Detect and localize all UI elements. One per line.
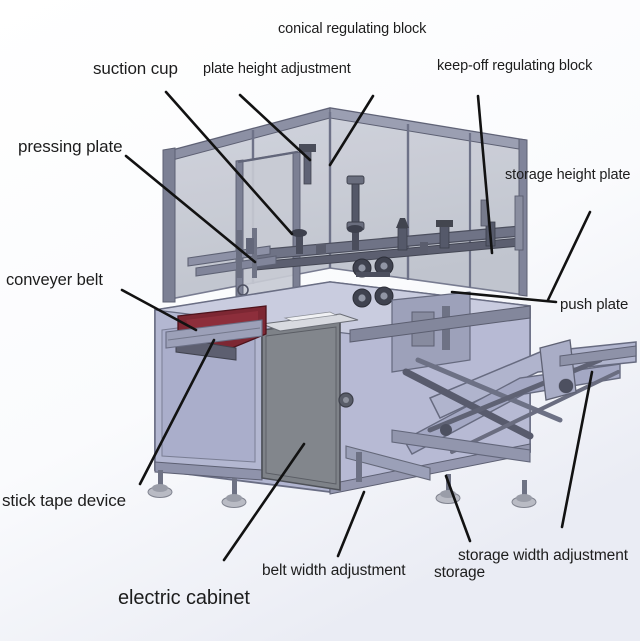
foot-1	[147, 470, 173, 498]
label-pressing-plate: pressing plate	[18, 137, 123, 156]
top-fittings	[246, 238, 428, 254]
leader-conical-regulating-block	[328, 94, 375, 167]
label-stick-tape-device: stick tape device	[2, 491, 126, 510]
storage-magazine	[391, 339, 637, 463]
leader-storage-width-adjustment	[560, 370, 594, 529]
conical-regulating-block-part	[396, 218, 409, 251]
leader-stick-tape-device	[138, 338, 216, 486]
foot-2	[221, 478, 247, 508]
leader-keep-off-regulating-block	[476, 94, 494, 255]
plate-height-adjustment-part	[299, 144, 316, 185]
storage-height-plate-post	[514, 195, 524, 251]
suction-cup-head-1	[291, 229, 307, 254]
label-electric-cabinet: electric cabinet	[118, 587, 250, 609]
roller-wheel-stack	[352, 256, 394, 308]
leader-pressing-plate	[124, 154, 257, 264]
leader-belt-width-adjustment	[336, 490, 366, 558]
label-suction-cup: suction cup	[93, 59, 178, 78]
machine-assembly	[147, 107, 637, 508]
label-belt-width-adjustment: belt width adjustment	[262, 562, 406, 579]
label-push-plate: push plate	[560, 296, 629, 313]
label-conical-regulating-block: conical regulating block	[278, 21, 427, 37]
leader-push-plate	[450, 290, 558, 304]
label-plate-height-adjustment: plate height adjustment	[203, 61, 351, 77]
leader-conveyer-belt	[120, 288, 198, 332]
foot-4	[511, 480, 537, 508]
leader-storage-height-plate	[546, 210, 592, 302]
internal-mechanism	[349, 291, 531, 373]
leader-lines	[120, 90, 594, 562]
label-storage: storage	[434, 564, 485, 581]
label-conveyer-belt: conveyer belt	[6, 271, 103, 289]
leader-electric-cabinet	[222, 442, 306, 562]
belt-width-adjustment-part	[345, 445, 431, 482]
conveyer-belt-assembly	[165, 319, 263, 349]
label-keep-off-regulating-block: keep-off regulating block	[437, 58, 593, 74]
leader-plate-height-adjustment	[238, 93, 312, 162]
label-storage-height-plate: storage height plate	[505, 167, 631, 183]
leader-storage	[444, 474, 472, 543]
electric-cabinet-panel	[261, 311, 359, 491]
label-storage-width-adjustment: storage width adjustment	[458, 547, 628, 564]
suction-cup-head-2	[347, 225, 363, 250]
leader-suction-cup	[164, 90, 294, 236]
keep-off-regulating-block-part	[436, 220, 453, 249]
